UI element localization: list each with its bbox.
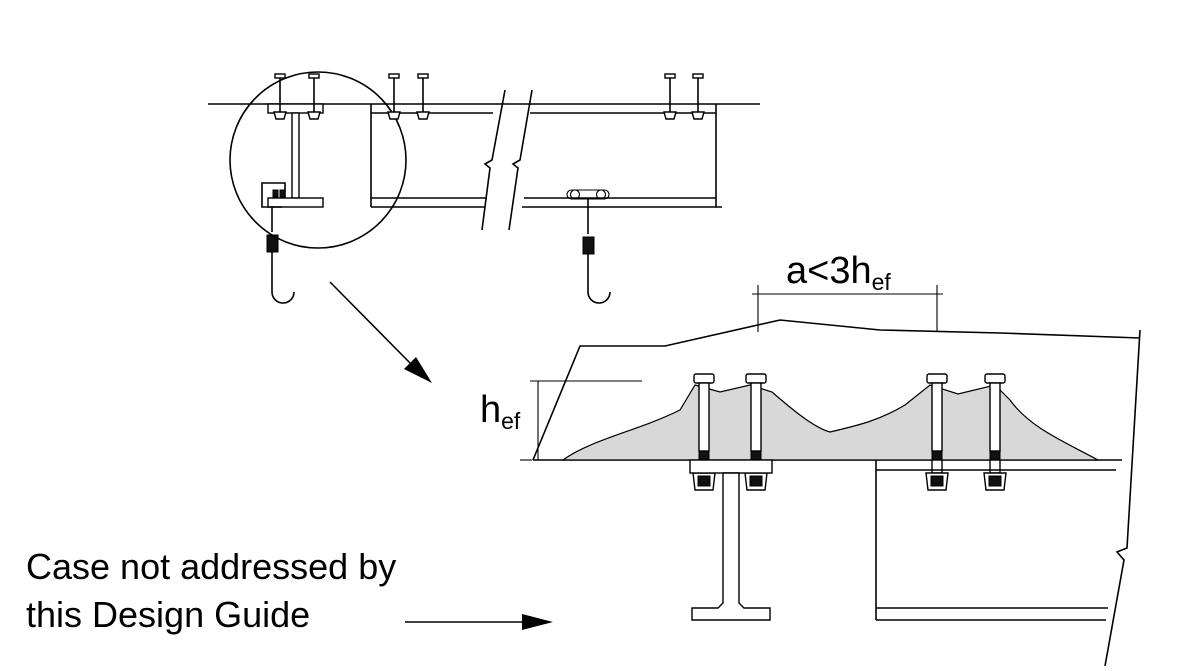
spacing-label-main: a<3h: [786, 250, 872, 292]
overview-i-beam: [267, 103, 324, 208]
caption-line-2: this Design Guide: [26, 594, 310, 635]
hef-label-main: h: [480, 389, 501, 431]
detail-circle: [229, 71, 407, 249]
enlarged-detail: hef a<3hef: [480, 250, 1141, 667]
breakout-cone-left: [561, 384, 1099, 461]
spacing-label: a<3hef: [786, 250, 891, 295]
hef-dimension: [520, 380, 642, 461]
overview-anchor: [273, 73, 287, 120]
overview-elevation: [208, 71, 760, 304]
overview-anchor: [307, 73, 321, 120]
enlarged-anchor: [983, 373, 1007, 491]
overview-anchor: [663, 73, 677, 120]
spacing-label-sub: ef: [872, 269, 892, 295]
hef-label: hef: [480, 389, 521, 434]
spacing-dimension: [752, 285, 943, 332]
overview-anchor: [387, 73, 401, 120]
enlarged-joist: [875, 460, 1116, 621]
overview-anchor: [691, 73, 705, 120]
enlarged-i-beam: [689, 459, 773, 621]
overview-joist: [370, 89, 722, 231]
slab-outline: [532, 319, 1141, 461]
enlarged-anchor: [925, 373, 949, 491]
caption-arrow: [405, 614, 553, 630]
overview-anchor: [416, 73, 430, 120]
hef-label-sub: ef: [501, 408, 521, 434]
overview-anchors: [273, 73, 705, 120]
overview-roller-hanger: [566, 189, 611, 304]
caption-line-1: Case not addressed by: [26, 546, 396, 587]
slab-right-edge: [1104, 329, 1141, 667]
detail-arrow: [329, 281, 432, 383]
